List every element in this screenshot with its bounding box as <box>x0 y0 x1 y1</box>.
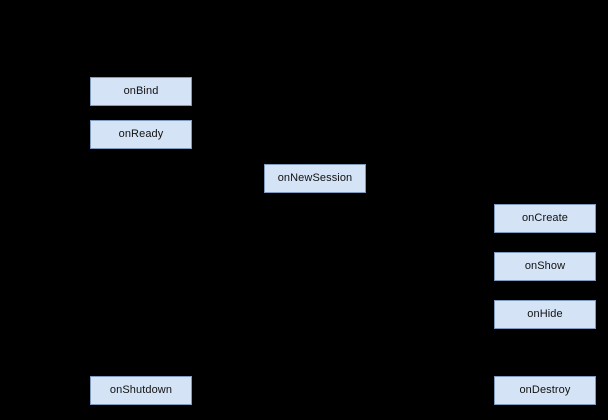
node-on-hide-label: onHide <box>527 308 563 320</box>
node-on-new-session-label: onNewSession <box>277 172 353 184</box>
node-on-create[interactable]: onCreate <box>494 204 596 233</box>
node-on-new-session[interactable]: onNewSession <box>264 164 366 193</box>
node-on-destroy-label: onDestroy <box>519 384 571 396</box>
node-on-show-label: onShow <box>524 260 566 272</box>
node-on-ready[interactable]: onReady <box>90 120 192 149</box>
node-on-bind[interactable]: onBind <box>90 77 192 106</box>
node-on-create-label: onCreate <box>521 212 569 224</box>
node-on-destroy[interactable]: onDestroy <box>494 376 596 405</box>
node-on-hide[interactable]: onHide <box>494 300 596 329</box>
node-on-bind-label: onBind <box>123 85 159 97</box>
node-on-ready-label: onReady <box>118 128 164 140</box>
node-on-shutdown-label: onShutdown <box>109 384 173 396</box>
node-on-shutdown[interactable]: onShutdown <box>90 376 192 405</box>
node-on-show[interactable]: onShow <box>494 252 596 281</box>
